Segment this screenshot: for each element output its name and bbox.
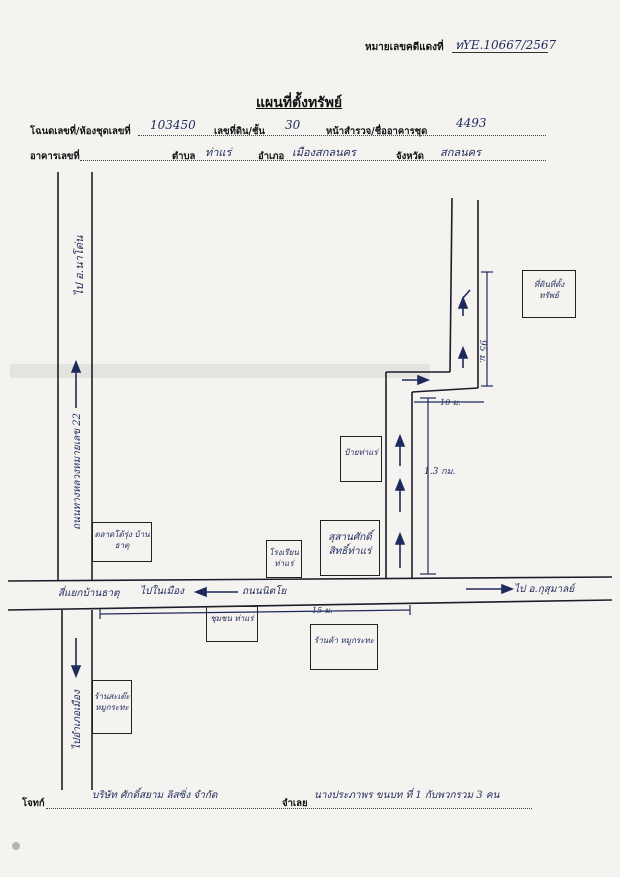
case-number-line <box>452 52 548 53</box>
land-no-label: เลขที่ดิน/ชั้น <box>214 126 265 137</box>
distance-road-label: 15 ม. <box>312 606 333 615</box>
scan-band <box>10 364 430 378</box>
sign-box: ป้ายท่าแร่ <box>340 436 382 482</box>
survey-value: 4493 <box>456 116 487 130</box>
deed-value: 103450 <box>150 118 196 132</box>
case-number-label: หมายเลขคดีแดงที่ <box>365 42 444 53</box>
road-center-label: ถนนนิตโย <box>242 586 287 597</box>
plaintiff-label: โจทก์ <box>22 798 45 809</box>
defendant-value: นางประภาพร ขนบท ที่ 1 กับพวกรวม 3 คน <box>314 790 500 801</box>
deed-label: โฉนดเลขที่/ห้องชุดเลขที่ <box>30 126 131 137</box>
shop-box: ร้านค้า หมูกระทะ <box>310 624 378 670</box>
plaintiff-value: บริษัท ศักดิ์สยาม ลิสซิ่ง จำกัด <box>92 790 218 801</box>
distance-top-label: 95 ม. <box>477 340 487 364</box>
row1-line <box>138 135 546 136</box>
highway-22-label: ถนนทางหลวงหมายเลข 22 <box>72 413 83 530</box>
to-city-label: ไปในเมือง <box>140 586 184 597</box>
road-left-bottom-label: ไปอำเภอเมือง <box>72 690 83 750</box>
restaurant-box: ร้านสะเต๊ะ หมูกระทะ <box>92 680 132 734</box>
row2-line <box>80 160 546 161</box>
market-box: ตลาดโต้รุ่ง บ้านธาตุ <box>92 522 152 562</box>
building-label: อาคารเลขที่ <box>30 151 80 162</box>
district-value: เมืองสกลนคร <box>292 146 356 159</box>
school-box: โรงเรียน ท่าแร่ <box>266 540 302 578</box>
case-number-value: ทYE.10667/2567 <box>455 38 557 52</box>
junction-label: สี่แยกบ้านธาตุ <box>58 588 120 599</box>
distance-main-label: 1.3 กม. <box>424 467 456 477</box>
to-right-label: ไป อ.กุสุมาลย์ <box>514 584 575 595</box>
distance-small-label: 10 ม. <box>440 398 461 407</box>
district-label: อำเภอ <box>258 151 285 162</box>
footer-line <box>46 808 532 809</box>
defendant-label: จำเลย <box>282 798 308 809</box>
land-no-value: 30 <box>285 118 301 132</box>
province-value: สกลนคร <box>440 146 481 159</box>
page-title: แผนที่ตั้งทรัพย์ <box>256 95 343 111</box>
survey-label: หน้าสำรวจ/ชื่ออาคารชุด <box>326 126 428 137</box>
province-label: จังหวัด <box>396 151 424 162</box>
cemetery-box: สุสานศักดิ์ สิทธิ์ท่าแร่ <box>320 520 380 576</box>
scan-dot <box>12 842 20 850</box>
property-box: ที่ดินที่ตั้ง ทรัพย์ <box>522 270 576 318</box>
subdistrict-label: ตำบล <box>172 151 196 162</box>
community-box: ชุมชน ท่าแร่ <box>206 606 258 642</box>
subdistrict-value: ท่าแร่ <box>205 146 232 159</box>
road-left-top-label: ไป อ.นาโด่น <box>73 235 86 296</box>
